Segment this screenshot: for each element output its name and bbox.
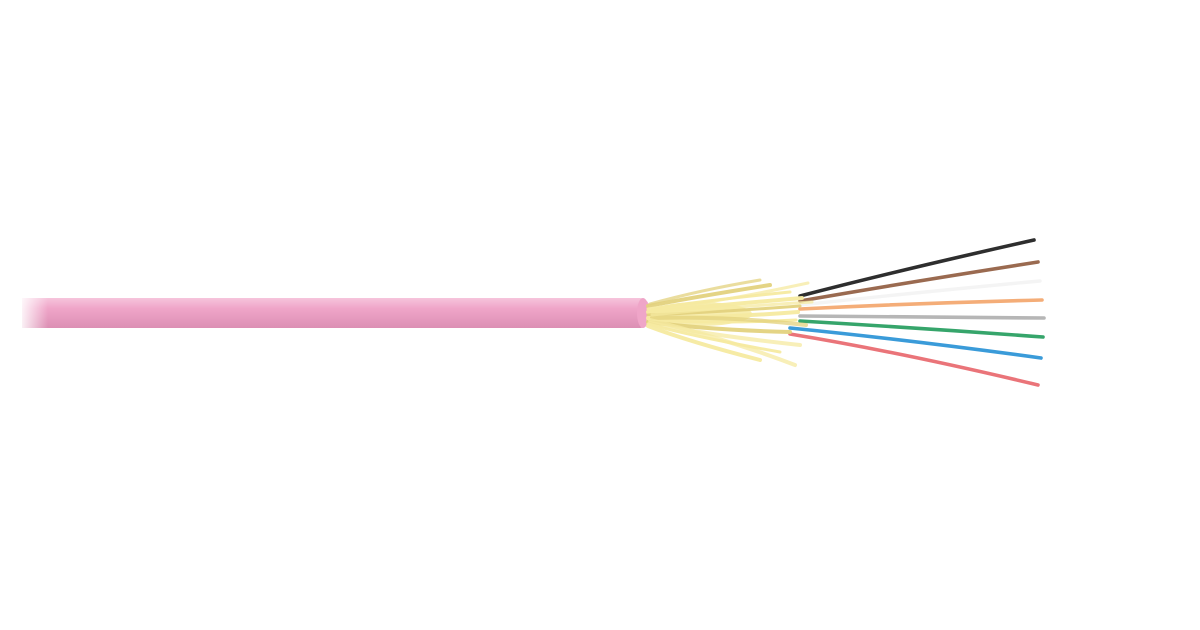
aramid-yarn-strand (648, 278, 762, 306)
aramid-yarn-strand (650, 315, 808, 327)
aramid-yarn-strand (646, 296, 804, 314)
aramid-yarn-strand (648, 318, 797, 367)
fiber-green (798, 319, 1045, 339)
fiber-blue (788, 326, 1043, 360)
aramid-yarn-strand (646, 324, 762, 362)
aramid-yarn-strand (646, 283, 772, 308)
cable-jacket-body (22, 298, 650, 328)
fiber-gray (798, 314, 1046, 320)
fiber-white (798, 279, 1042, 307)
fiber-red (788, 332, 1040, 387)
fiber-black (798, 238, 1036, 298)
aramid-yarn-strand (650, 300, 814, 317)
fiber-brown (798, 260, 1040, 303)
cable-jacket-fade (18, 294, 48, 332)
aramid-yarn (646, 278, 814, 367)
cable-jacket-end (637, 298, 649, 328)
aramid-yarn-strand (648, 321, 802, 347)
aramid-yarn-strand (650, 281, 810, 312)
fiber-strands (788, 238, 1046, 387)
cable-jacket (18, 294, 650, 332)
fiber-orange (798, 298, 1044, 311)
